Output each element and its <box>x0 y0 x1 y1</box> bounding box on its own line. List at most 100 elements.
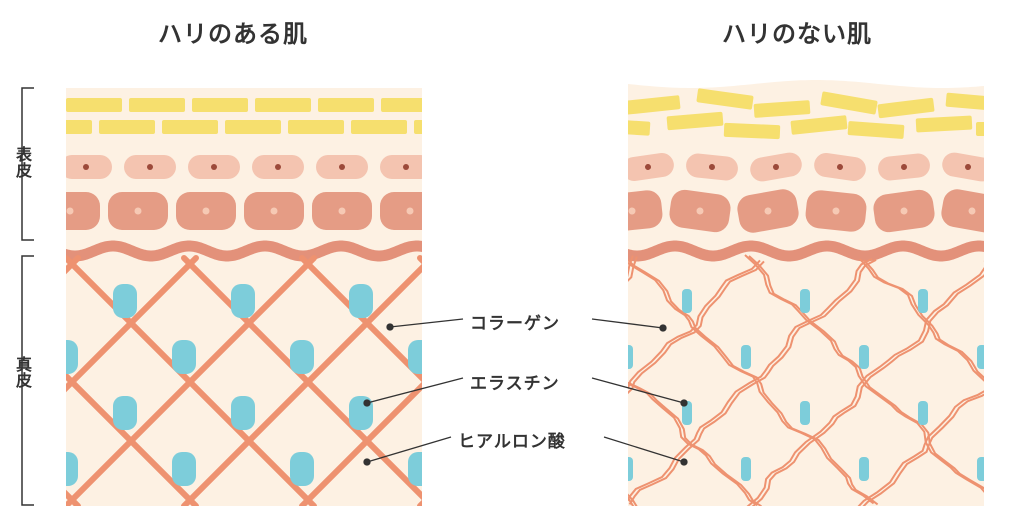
corneum-brick <box>288 120 344 134</box>
collagen-strand <box>628 493 638 506</box>
cell-nucleus <box>837 164 843 170</box>
cell-nucleus <box>339 164 345 170</box>
corneum-brick <box>225 120 281 134</box>
skin-cell <box>124 155 176 179</box>
collagen-strand <box>628 256 638 282</box>
bracket-epidermis <box>21 87 34 241</box>
cell-nucleus <box>901 164 907 170</box>
cell-nucleus <box>709 164 715 170</box>
bracket-dermis <box>21 255 34 506</box>
title-firm-skin: ハリのある肌 <box>158 20 308 48</box>
skin-cell <box>628 190 663 232</box>
elastin-node <box>231 396 255 430</box>
elastin-node <box>408 452 422 486</box>
collagen-fiber <box>628 493 638 506</box>
corneum-brick <box>820 91 878 115</box>
corneum-brick <box>915 115 973 133</box>
collagen-fiber <box>983 260 1024 504</box>
corneum-brick <box>666 111 724 131</box>
corneum-brick <box>628 95 681 115</box>
collagen-strand <box>628 258 873 502</box>
basement-membrane <box>66 240 422 262</box>
elastin-node <box>113 508 137 523</box>
cell-body <box>380 192 422 230</box>
collagen-fiber <box>986 260 1024 504</box>
corneum-brick <box>753 100 811 118</box>
elastin-node <box>977 457 984 481</box>
cell-nucleus <box>965 164 971 170</box>
collagen-fiber <box>181 263 422 506</box>
corneum-brick <box>444 98 500 112</box>
collagen-strand <box>862 393 984 506</box>
elastin-node <box>682 513 692 523</box>
corneum-brick <box>129 98 185 112</box>
cell-body <box>380 155 422 179</box>
leader-collagen-left <box>389 318 464 328</box>
dot-elastin-left <box>363 399 371 407</box>
collagen-fiber <box>66 255 199 393</box>
cell-nucleus <box>773 164 779 170</box>
skin-cell <box>805 190 867 232</box>
cell-nucleus <box>338 207 346 215</box>
panel-sagging-skin <box>628 80 1024 523</box>
spinous-cells <box>66 155 422 179</box>
collagen-strand <box>628 259 761 390</box>
dot-hyaluronic-left <box>363 458 371 466</box>
collagen-network <box>66 255 422 506</box>
collagen-strand <box>751 273 984 506</box>
cell-nucleus <box>764 207 772 215</box>
elastin-node <box>231 284 255 318</box>
cell-nucleus <box>83 164 89 170</box>
elastin-node <box>231 508 255 523</box>
cell-nucleus <box>202 207 210 215</box>
skin-cell <box>316 155 368 179</box>
elastin-node <box>290 340 314 374</box>
skin-cell <box>380 192 422 230</box>
collagen-fiber <box>746 266 984 506</box>
skin-cell <box>669 189 731 233</box>
cell-nucleus <box>134 207 142 215</box>
skin-cell <box>66 155 112 179</box>
elastin-node <box>66 340 78 374</box>
cell-nucleus <box>900 207 908 215</box>
cell-nucleus <box>147 164 153 170</box>
leader-hyaluronic-left <box>366 436 452 463</box>
title-sagging-skin: ハリのない肌 <box>722 20 872 48</box>
collagen-fiber <box>66 255 317 506</box>
cell-nucleus <box>66 207 74 215</box>
skin-cell <box>312 192 372 230</box>
corneum-brick <box>723 122 781 140</box>
elastin-node <box>290 452 314 486</box>
elastin-node <box>800 289 810 313</box>
collagen-strand <box>990 261 1024 504</box>
collagen-strand <box>746 266 984 506</box>
corneum-brick <box>162 120 218 134</box>
cell-body <box>66 192 100 230</box>
corneum-brick <box>976 122 984 136</box>
skin-cell <box>942 152 984 182</box>
corneum-brick <box>351 120 407 134</box>
elastin-node <box>800 401 810 425</box>
collagen-network <box>628 254 1024 506</box>
elastin-node <box>408 340 422 374</box>
skin-cell <box>628 153 674 181</box>
cell-nucleus <box>645 164 651 170</box>
elastin-node <box>172 452 196 486</box>
basal-cells <box>66 192 422 230</box>
collagen-strand <box>988 261 1024 504</box>
collagen-fiber <box>628 258 877 505</box>
label-hyaluronic-acid: ヒアルロン酸 <box>458 432 566 452</box>
dot-collagen-left <box>386 323 394 331</box>
elastin-node <box>977 345 984 369</box>
corneum-brick <box>255 98 311 112</box>
elastin-node <box>628 457 633 481</box>
elastin-node <box>172 340 196 374</box>
corneum-brick <box>66 98 122 112</box>
stratum-corneum <box>628 88 984 140</box>
collagen-strand <box>983 260 984 262</box>
collagen-fiber <box>299 381 422 506</box>
elastin-nodes <box>628 289 984 523</box>
elastin-node <box>113 396 137 430</box>
basal-cells <box>628 189 984 233</box>
